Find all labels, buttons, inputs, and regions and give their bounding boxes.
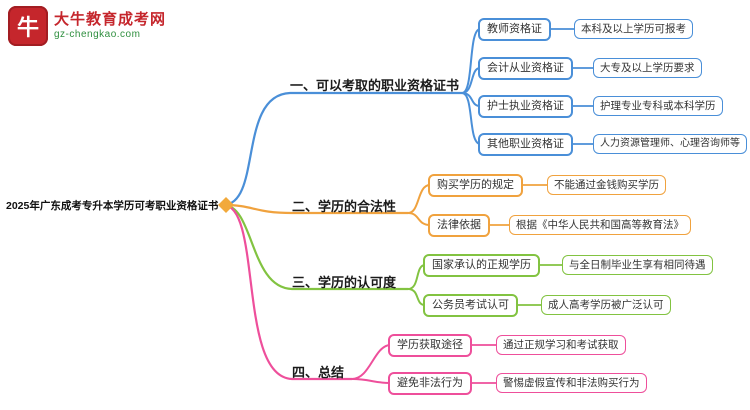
logo-subtitle: gz-chengkao.com	[54, 29, 141, 40]
node-branch1-child2: 会计从业资格证	[478, 57, 573, 80]
leaf-branch1-child3: 护理专业专科或本科学历	[593, 96, 723, 116]
leaf-branch3-child1: 与全日制毕业生享有相同待遇	[562, 255, 713, 275]
node-branch1-child4: 其他职业资格证	[478, 133, 573, 156]
logo-title: 大牛教育成考网	[54, 11, 167, 28]
node-branch3-child2: 公务员考试认可	[423, 294, 518, 317]
logo-text: 大牛教育成考网 gz-chengkao.com	[54, 11, 166, 41]
branch3-label: 三、学历的认可度	[292, 275, 397, 290]
leaf-branch4-child2: 警惕虚假宣传和非法购买行为	[496, 373, 647, 393]
branch4-label: 四、总结	[292, 365, 345, 380]
leaf-branch1-child1: 本科及以上学历可报考	[574, 19, 693, 39]
node-branch3-child1: 国家承认的正规学历	[423, 254, 540, 277]
node-branch4-child1: 学历获取途径	[388, 334, 472, 357]
bull-glyph: 牛	[16, 15, 39, 40]
root-topic: 2025年广东成考专升本学历可考职业资格证书	[6, 200, 219, 212]
site-logo: 牛 大牛教育成考网 gz-chengkao.com	[8, 6, 166, 46]
leaf-branch2-child1: 不能通过金钱购买学历	[547, 175, 666, 195]
leaf-branch1-child4: 人力资源管理师、心理咨询师等	[593, 134, 747, 154]
leaf-branch3-child2: 成人高考学历被广泛认可	[541, 295, 671, 315]
branch1-label: 一、可以考取的职业资格证书	[290, 78, 460, 93]
branch2-label: 二、学历的合法性	[292, 199, 397, 214]
node-branch4-child2: 避免非法行为	[388, 372, 472, 395]
leaf-branch2-child2: 根据《中华人民共和国高等教育法》	[509, 215, 691, 235]
node-branch2-child1: 购买学历的规定	[428, 174, 523, 197]
node-branch1-child1: 教师资格证	[478, 18, 551, 41]
leaf-branch1-child2: 大专及以上学历要求	[593, 58, 702, 78]
leaf-branch4-child1: 通过正规学习和考试获取	[496, 335, 626, 355]
bull-seal-icon: 牛	[8, 6, 48, 46]
node-branch1-child3: 护士执业资格证	[478, 95, 573, 118]
node-branch2-child2: 法律依据	[428, 214, 490, 237]
junction-diamond-icon	[218, 197, 234, 213]
